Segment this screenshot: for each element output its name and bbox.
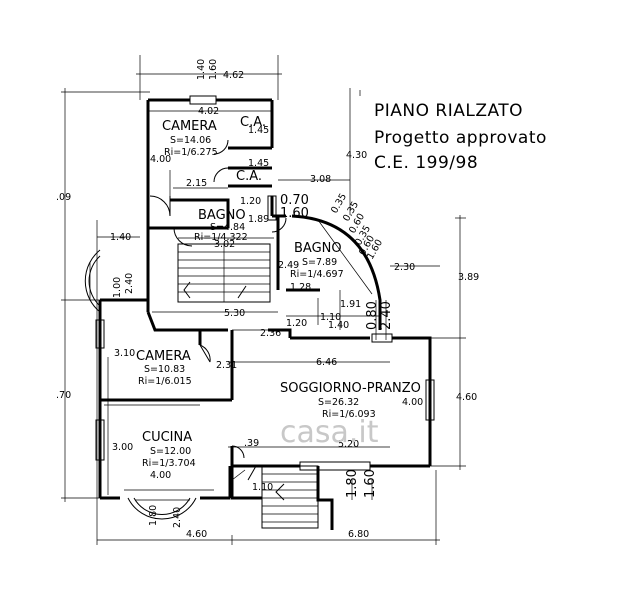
room-ratio: Ri=1/4.322 [194,232,248,243]
dimension-label: 2.36 [260,328,281,339]
dimension-label: .09 [56,192,71,203]
dimension-label: 0.80 [365,301,380,330]
dimension-label: 6.80 [348,529,369,540]
dimension-label: 1.60 [280,206,309,221]
room-ratio: Ri=1/6.015 [138,376,192,387]
dimension-label: 2.49 [278,260,299,271]
title-block: PIANO RIALZATO Progetto approvato C.E. 1… [374,101,547,173]
dimension-label: 1.00 [112,277,123,298]
dimension-label: 1.10 [320,312,341,323]
doors [149,139,287,459]
room-name: C.A. [240,115,266,130]
dimension-label: 1.28 [290,282,311,293]
dimension-label: 2.30 [394,262,415,273]
dimension-label: 6.46 [316,357,337,368]
room-ratio: Ri=1/6.093 [322,409,376,420]
dimension-label: 1.45 [248,158,269,169]
dimension-label: 2.31 [216,360,237,371]
dimension-label: 2.40 [379,301,394,330]
room-labels: CAMERA S=14.06 Ri=1/6.275 C.A. C.A. BAGN… [136,115,421,469]
room-name: BAGNO [198,208,246,223]
dimension-label: 2.15 [186,178,207,189]
dimension-label: 5.30 [224,308,245,319]
room-ratio: Ri=1/4.697 [290,269,344,280]
dimension-label: 1.80 [148,505,159,526]
dimension-label: 3.00 [112,442,133,453]
dimension-label: 1.40 [328,320,349,331]
stairs-entrance [231,465,319,529]
dimension-labels: 1.40 1.60 4.62 4.02 1.45 1.45 4.00 2.15 … [56,59,479,540]
room-area: S=14.06 [170,135,211,146]
dimension-label: 4.62 [223,70,244,81]
dimension-label: 1.45 [248,125,269,136]
dimension-label: 4.60 [186,529,207,540]
room-name: BAGNO [294,241,342,256]
room-area: S=12.00 [150,446,191,457]
dimension-label: 1.20 [240,196,261,207]
room-name: C.A. [236,169,262,184]
title-line-1: PIANO RIALZATO [374,101,523,121]
dimension-label: 1.20 [286,318,307,329]
dimension-label: .39 [244,438,259,449]
windows [95,95,435,471]
dimension-label: 2.40 [124,273,135,294]
title-line-2: Progetto approvato [374,128,547,148]
watermark: casa.it [280,415,379,450]
dimension-label: 1.40 [196,59,207,80]
room-name: CUCINA [142,430,192,445]
dimension-label: 1.60 [363,469,378,498]
dimension-label: 3.10 [114,348,135,359]
dimension-label: 4.00 [150,154,171,165]
room-name: CAMERA [162,119,217,134]
dimension-label: 4.02 [198,106,219,117]
dimension-label: 3.08 [310,174,331,185]
dimension-label: 4.30 [346,150,367,161]
balcony-left [84,249,101,313]
dimension-label: 1.40 [110,232,131,243]
room-ratio: Ri=1/3.704 [142,458,196,469]
dimension-label: 4.60 [456,392,477,403]
dimension-label: 1.89 [248,214,269,225]
room-ratio: Ri=1/6.275 [164,147,218,158]
title-line-3: C.E. 199/98 [374,153,478,173]
dimension-label: 1.10 [252,482,273,493]
balcony-bottom [127,497,197,520]
room-area: S=7.89 [302,257,337,268]
dimension-label: 3.89 [458,272,479,283]
dimension-label: 1.80 [345,469,360,498]
stairs-main [177,243,271,303]
dimension-label: .70 [56,390,71,401]
room-area: S=10.83 [144,364,185,375]
dimension-label: 4.00 [150,470,171,481]
room-area: S=4.84 [210,222,245,233]
dimension-label: 0.70 [280,193,309,208]
dimension-label: 4.00 [402,397,423,408]
dimension-label: 5.20 [338,439,359,450]
dimension-label: 3.02 [214,239,235,250]
room-area: S=26.32 [318,397,359,408]
dimension-label: 2.40 [172,507,183,528]
dimension-lines [61,55,466,545]
dimension-label: 1.60 [208,59,219,80]
room-name: SOGGIORNO-PRANZO [280,381,421,396]
room-name: CAMERA [136,349,191,364]
dimension-label: 1.91 [340,299,361,310]
